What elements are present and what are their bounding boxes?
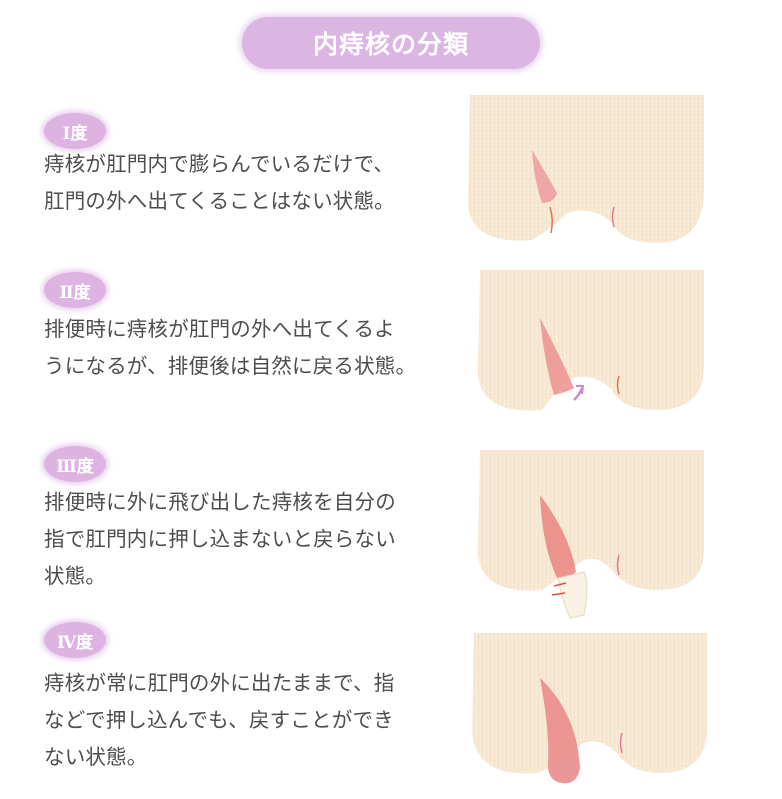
page-title: 内痔核の分類	[312, 30, 469, 59]
description-line: 痔核が肛門内で膨らんでいるだけで、	[44, 152, 395, 176]
grade-badge: Ⅰ度	[44, 113, 106, 149]
grade-2-illustration	[462, 270, 712, 415]
grade-1-illustration	[462, 95, 712, 245]
description-line: 排便時に痔核が肛門の外へ出てくるよ	[44, 317, 395, 341]
grade-description: 排便時に外に飛び出した痔核を自分の 指で肛門内に押し込まないと戻らない 状態。	[44, 484, 454, 595]
description-line: 排便時に外に飛び出した痔核を自分の	[44, 490, 396, 514]
grade-description: 排便時に痔核が肛門の外へ出てくるよ うになるが、排便後は自然に戻る状態。	[44, 311, 454, 385]
grade-description: 痔核が肛門内で膨らんでいるだけで、 肛門の外へ出てくることはない状態。	[44, 146, 454, 220]
grade-label: Ⅳ度	[56, 632, 94, 653]
grade-4-illustration	[462, 633, 712, 793]
description-line: 痔核が常に肛門の外に出たままで、指	[44, 671, 395, 695]
grade-description: 痔核が常に肛門の外に出たままで、指 などで押し込んでも、戻すことができ ない状態…	[44, 665, 454, 776]
description-line: 肛門の外へ出てくることはない状態。	[44, 189, 395, 213]
grade-badge: Ⅲ度	[44, 446, 106, 482]
grade-badge: Ⅳ度	[44, 622, 106, 658]
grade-label: Ⅰ度	[62, 123, 88, 144]
description-line: などで押し込んでも、戻すことができ	[44, 708, 394, 732]
title-banner: 内痔核の分類	[242, 17, 540, 69]
grade-badge: Ⅱ度	[44, 272, 106, 308]
grade-label: Ⅲ度	[56, 456, 94, 477]
description-line: 指で肛門内に押し込まないと戻らない	[44, 527, 396, 551]
description-line: 状態。	[44, 564, 107, 588]
grade-label: Ⅱ度	[59, 282, 91, 303]
description-line: ない状態。	[44, 745, 148, 769]
grade-3-illustration	[462, 450, 712, 625]
description-line: うになるが、排便後は自然に戻る状態。	[44, 354, 417, 378]
